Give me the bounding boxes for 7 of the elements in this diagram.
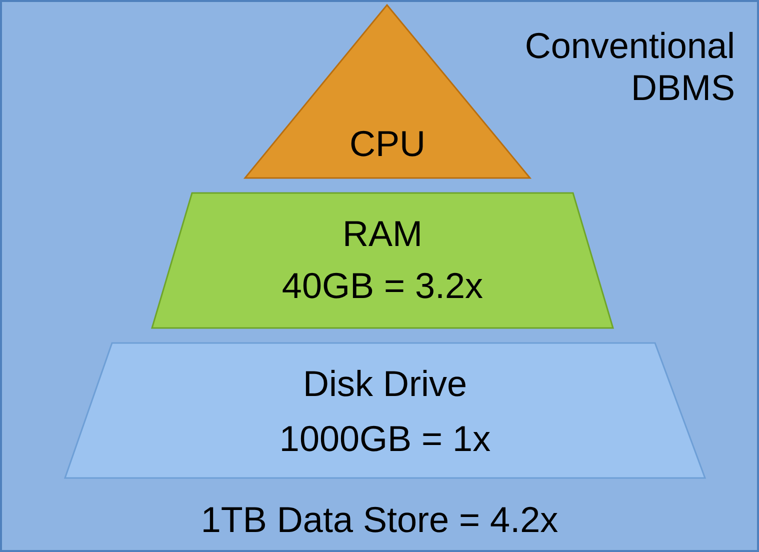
tier-title: CPU xyxy=(348,123,426,165)
tier-capacity: 1000GB = 1x xyxy=(278,418,492,460)
tier-title: RAM xyxy=(342,213,424,255)
total-store-label: 1TB Data Store = 4.2x xyxy=(200,499,560,541)
system-title: Conventional DBMS xyxy=(524,25,735,109)
tier-capacity: 40GB = 3.2x xyxy=(280,265,484,307)
tier-title: Disk Drive xyxy=(302,363,468,405)
